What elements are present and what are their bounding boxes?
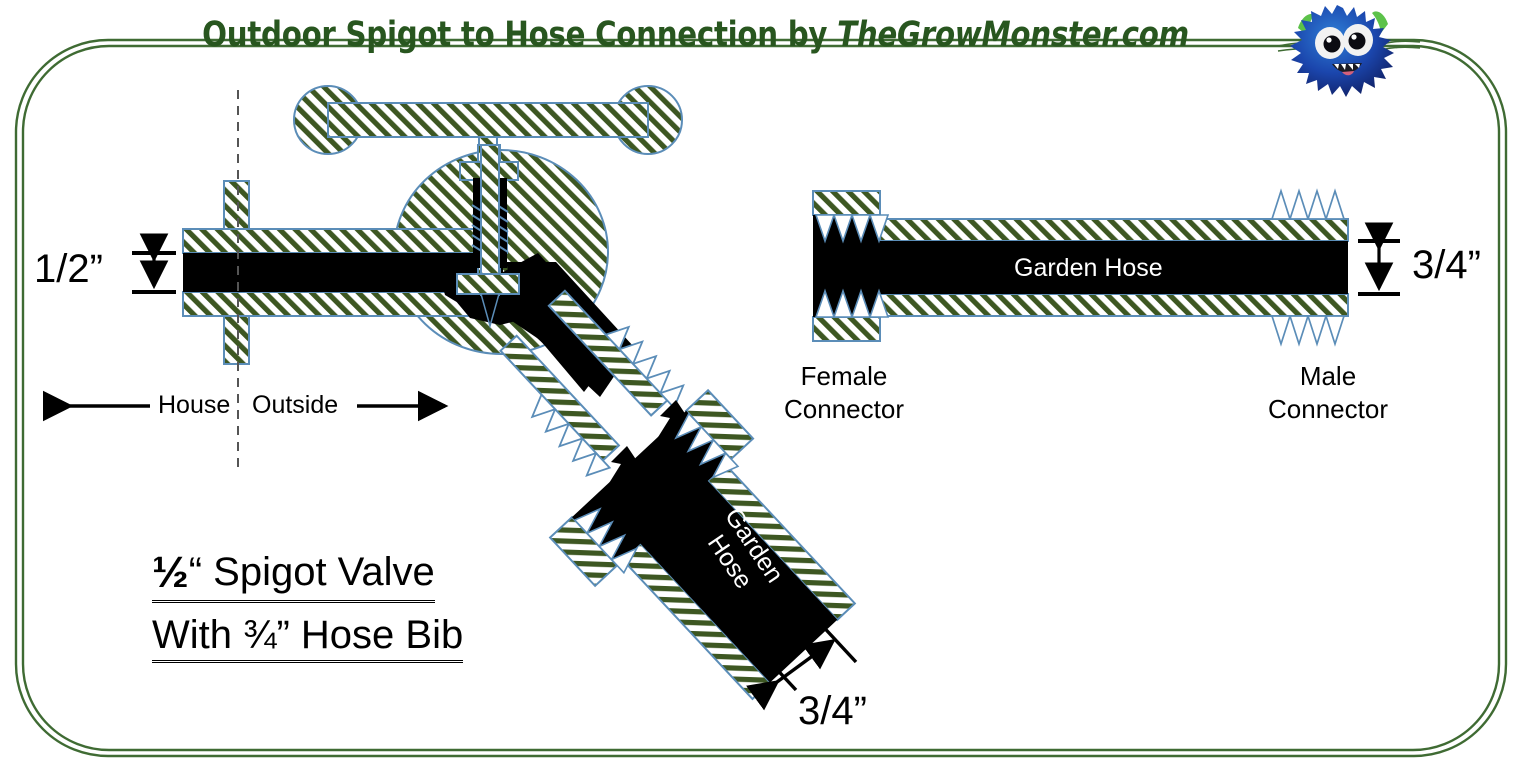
horizontal-hose-label: Garden Hose xyxy=(1014,254,1163,282)
diagonal-garden-hose xyxy=(548,388,857,701)
house-label: House xyxy=(158,391,231,419)
female-connector-line2: Connector xyxy=(784,394,904,425)
inlet-dimension-label: 1/2” xyxy=(34,247,103,291)
male-connector-caption: Male Connector xyxy=(1228,360,1428,427)
valve-stem-threads xyxy=(471,178,509,268)
legend-fraction-half: ½ xyxy=(152,548,189,597)
legend-line-2: With ¾” Hose Bib xyxy=(152,613,464,663)
male-connector-line2: Connector xyxy=(1268,394,1388,425)
diagonal-hose-dimension-label: 3/4” xyxy=(798,689,867,733)
hose-female-connector xyxy=(812,190,881,342)
legend-inch-mark: “ xyxy=(188,550,203,594)
horizontal-garden-hose xyxy=(812,188,1349,347)
legend-line-1: ½“ Spigot Valve xyxy=(152,548,463,603)
house-outside-indicator xyxy=(42,90,449,470)
outside-label: Outside xyxy=(252,391,339,419)
hose-diameter-label: 3/4” xyxy=(1412,243,1481,287)
hose-female-threads xyxy=(573,412,740,575)
wall-flange xyxy=(223,180,250,365)
legend-hose-bib-text: With ¾” Hose Bib xyxy=(152,613,464,663)
hose-diameter-dimension xyxy=(1358,222,1400,296)
outlet-external-threads xyxy=(530,325,685,477)
valve-stem xyxy=(456,144,520,296)
legend-spigot-valve-text: Spigot Valve xyxy=(202,550,435,594)
spigot-valve-assembly xyxy=(182,85,685,477)
inlet-diameter-dimension xyxy=(132,233,176,294)
page-frame xyxy=(14,38,1508,758)
male-connector-line1: Male xyxy=(1299,361,1357,391)
female-connector-caption: Female Connector xyxy=(744,360,944,427)
mascot-mouth xyxy=(1332,63,1362,76)
hose-female-threads-h xyxy=(814,214,890,318)
valve-seat-point xyxy=(480,293,500,329)
grow-monster-mascot-icon xyxy=(1277,5,1421,97)
mascot-eyes xyxy=(1315,24,1373,59)
spigot-legend: ½“ Spigot Valve With ¾” Hose Bib xyxy=(152,548,464,673)
hose-male-threads xyxy=(1270,188,1346,347)
spigot-outlet-nipple xyxy=(499,289,685,477)
female-connector-line1: Female xyxy=(800,361,888,391)
diagonal-hose-dimension xyxy=(746,618,858,711)
